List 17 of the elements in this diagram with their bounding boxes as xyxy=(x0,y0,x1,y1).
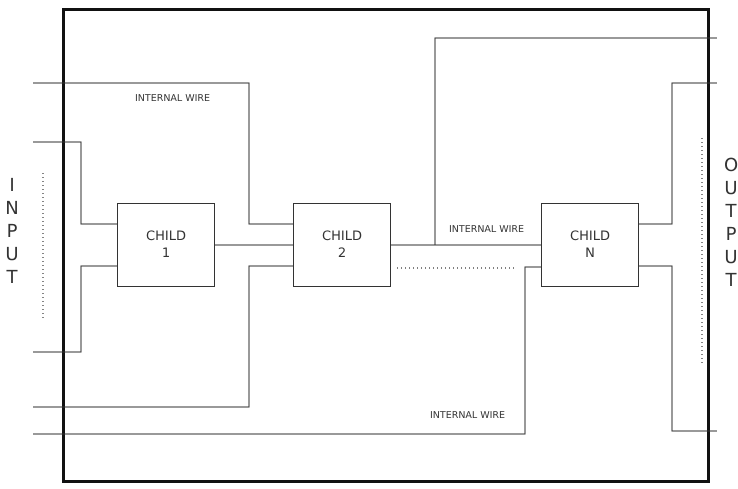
wire xyxy=(32,82,294,224)
wire xyxy=(32,266,542,434)
wire-label: INTERNAL WIRE xyxy=(449,224,524,235)
component-box: CHILD N xyxy=(541,203,639,287)
wire xyxy=(214,244,294,246)
enclosure-box xyxy=(62,8,710,483)
wire-label: INTERNAL WIRE xyxy=(135,93,210,104)
wire xyxy=(32,142,118,224)
wire xyxy=(32,266,294,408)
component-box: CHILD 2 xyxy=(293,203,391,287)
wire xyxy=(32,266,118,352)
port-group-label: OUTPUT xyxy=(724,154,738,292)
wire-label: INTERNAL WIRE xyxy=(430,410,506,421)
wire xyxy=(638,82,718,224)
wire xyxy=(638,266,718,432)
component-box: CHILD 1 xyxy=(117,203,215,287)
port-group-label: INPUT xyxy=(5,174,19,289)
